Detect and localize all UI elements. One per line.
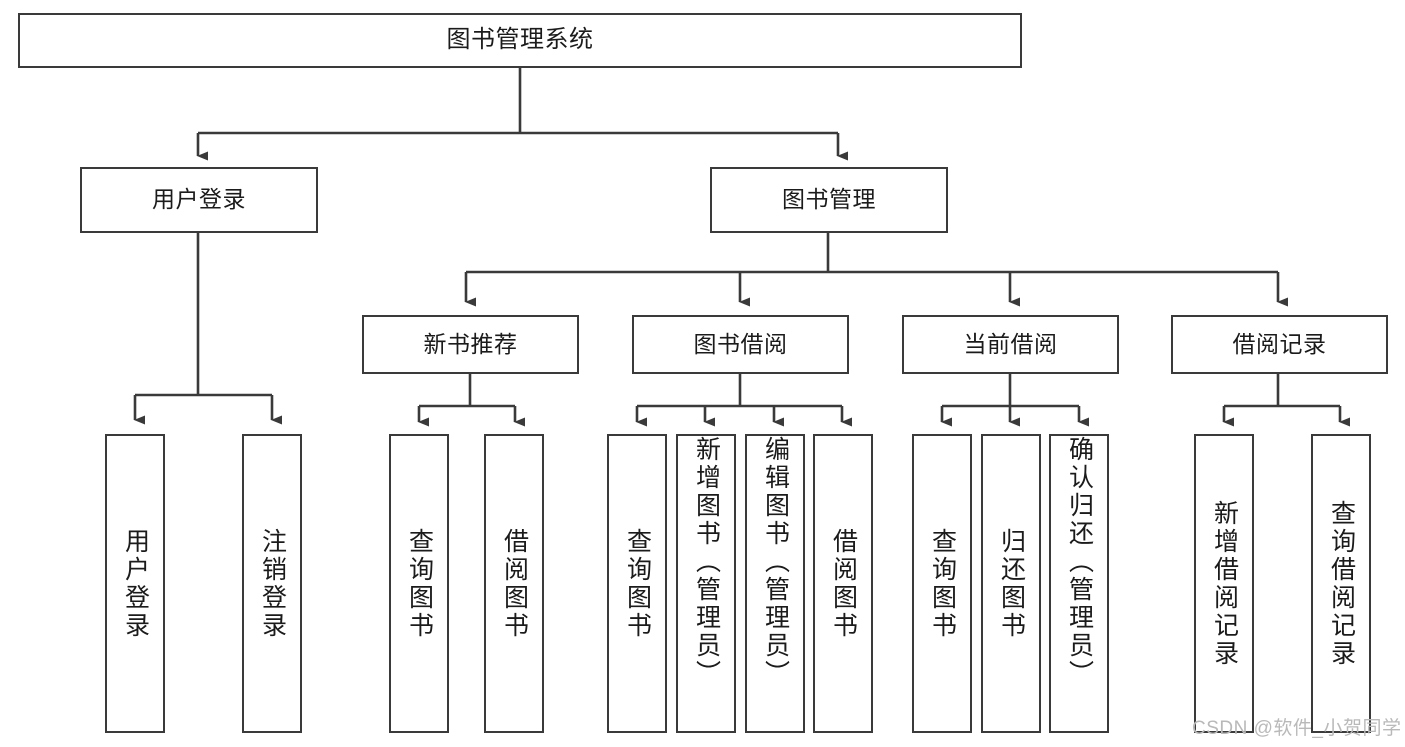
node-label: 查询图书 — [928, 527, 957, 640]
leaf-edit-book-admin[interactable]: 编辑图书（管理员） — [745, 434, 805, 733]
node-label: 借阅记录 — [1232, 330, 1327, 357]
node-label: 图书管理 — [782, 186, 876, 213]
leaf-query-book-borrow[interactable]: 查询图书 — [607, 434, 667, 733]
node-label: 用户登录 — [152, 186, 246, 213]
leaf-borrow-book-newbook[interactable]: 借阅图书 — [484, 434, 544, 733]
node-label: 图书管理系统 — [446, 26, 594, 54]
node-new-book-recommend[interactable]: 新书推荐 — [362, 315, 579, 374]
node-label: 编辑图书（管理员） — [761, 436, 790, 688]
node-label: 新书推荐 — [423, 330, 518, 357]
leaf-confirm-return-admin[interactable]: 确认归还（管理员） — [1049, 434, 1109, 733]
leaf-borrow-book[interactable]: 借阅图书 — [813, 434, 873, 733]
leaf-query-borrow-record[interactable]: 查询借阅记录 — [1311, 434, 1371, 733]
node-root-system[interactable]: 图书管理系统 — [18, 13, 1022, 68]
node-borrow-records[interactable]: 借阅记录 — [1171, 315, 1388, 374]
node-label: 借阅图书 — [500, 527, 529, 640]
leaf-logout[interactable]: 注销登录 — [242, 434, 302, 733]
leaf-add-book-admin[interactable]: 新增图书（管理员） — [676, 434, 736, 733]
node-label: 归还图书 — [997, 527, 1026, 640]
node-label: 查询图书 — [405, 527, 434, 640]
leaf-user-login[interactable]: 用户登录 — [105, 434, 165, 733]
node-label: 新增图书（管理员） — [692, 436, 721, 688]
leaf-return-book[interactable]: 归还图书 — [981, 434, 1041, 733]
leaf-add-borrow-record[interactable]: 新增借阅记录 — [1194, 434, 1254, 733]
node-book-management[interactable]: 图书管理 — [710, 167, 948, 233]
node-label: 注销登录 — [258, 527, 287, 640]
node-user-login[interactable]: 用户登录 — [80, 167, 318, 233]
node-label: 查询借阅记录 — [1327, 499, 1356, 668]
node-book-borrow[interactable]: 图书借阅 — [632, 315, 849, 374]
node-label: 确认归还（管理员） — [1065, 436, 1094, 688]
node-label: 借阅图书 — [829, 527, 858, 640]
leaf-query-book-current[interactable]: 查询图书 — [912, 434, 972, 733]
node-label: 当前借阅 — [963, 330, 1058, 357]
node-label: 查询图书 — [623, 527, 652, 640]
leaf-query-book-newbook[interactable]: 查询图书 — [389, 434, 449, 733]
node-label: 图书借阅 — [693, 330, 788, 357]
node-current-borrow[interactable]: 当前借阅 — [902, 315, 1119, 374]
csdn-watermark: CSDN @软件_小贺同学 — [1192, 718, 1402, 739]
node-label: 新增借阅记录 — [1210, 499, 1239, 668]
node-label: 用户登录 — [121, 527, 150, 640]
